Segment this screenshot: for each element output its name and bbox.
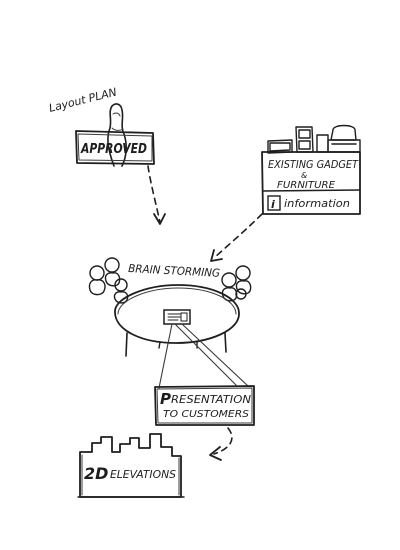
- approved-stamp-box: [75, 130, 155, 165]
- existing-gadget-furniture: EXISTING GADGET & FURNITURE i informatio…: [210, 124, 361, 262]
- presentation-label: RESENTATION: [171, 394, 251, 406]
- people-right-icon: [221, 265, 252, 302]
- layout-plan-caption: Layout PLAN: [48, 86, 118, 115]
- brainstorming-title: BRAIN STORMING: [128, 262, 221, 280]
- elevations-label: ELEVATIONS: [110, 468, 176, 481]
- elevations-prefix: 2D: [84, 464, 108, 483]
- 2d-elevations: 2D ELEVATIONS: [77, 433, 185, 498]
- furniture-label: FURNITURE: [277, 180, 336, 191]
- meeting-table: [114, 284, 240, 344]
- presentation-to-customers: P RESENTATION TO CUSTOMERS: [154, 385, 255, 461]
- elevations-building-outline: [79, 433, 182, 498]
- presentation-box: [154, 385, 255, 426]
- arrow-existing-to-brainstorming: [213, 213, 263, 259]
- information-label: information: [284, 197, 350, 210]
- existing-gadget-label: EXISTING GADGET: [268, 159, 359, 171]
- people-left-icon: [88, 257, 129, 304]
- gadgets-icon: [267, 124, 361, 154]
- stamp-handle: [107, 103, 127, 167]
- ampersand-label: &: [301, 171, 307, 180]
- presentation-initial: P: [160, 390, 171, 408]
- arrow-approved-to-brainstorming: [147, 165, 161, 223]
- to-customers-label: TO CUSTOMERS: [163, 409, 250, 420]
- info-icon-box: [267, 195, 281, 211]
- arrow-presentation-to-elevations: [213, 427, 233, 455]
- brainstorming-meeting: BRAIN STORMING: [88, 257, 252, 389]
- info-icon-letter: i: [271, 198, 275, 211]
- projection-beams: [158, 323, 249, 389]
- approved-layout-plan: Layout PLAN APPROVED: [48, 86, 166, 225]
- existing-info-box: [261, 151, 361, 215]
- approved-stamp-label: APPROVED: [80, 142, 147, 157]
